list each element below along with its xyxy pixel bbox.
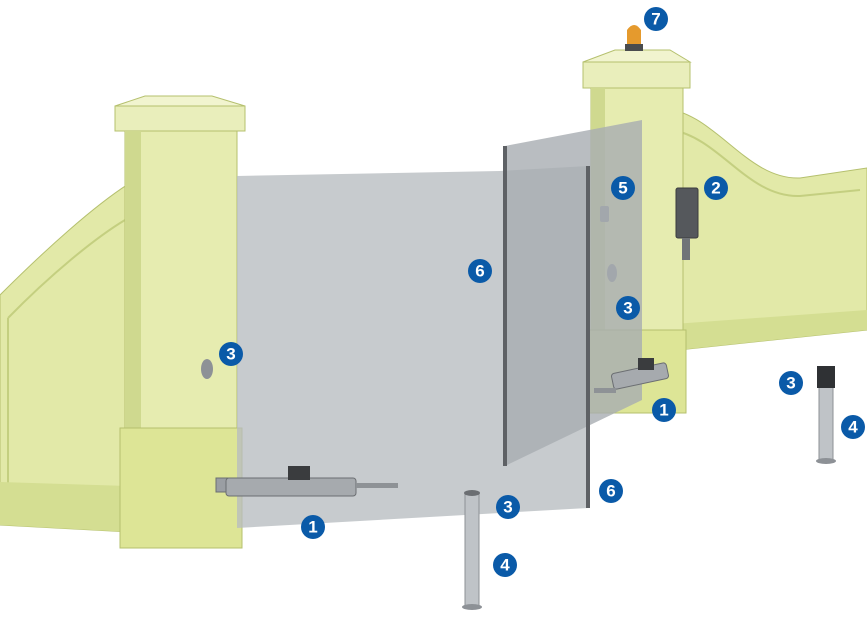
callout-number: 4 — [848, 418, 858, 437]
right-pillar-cap-top — [582, 49, 692, 63]
callout-number: 2 — [711, 179, 720, 198]
callout-circle — [644, 7, 668, 31]
callout-circle — [779, 371, 803, 395]
center-post-top — [464, 490, 480, 496]
right-actuator-motor — [638, 358, 654, 370]
callout-gate-leaf-edge-right: 6 — [599, 479, 623, 503]
callout-left-pillar-photocell: 3 — [219, 342, 243, 366]
callout-circle — [301, 515, 325, 539]
callout-number: 6 — [606, 482, 615, 501]
callout-number: 1 — [308, 518, 317, 537]
callout-gate-leaf-edge-left: 6 — [468, 259, 492, 283]
callout-right-post: 4 — [841, 415, 865, 439]
callout-circle — [652, 398, 676, 422]
callout-circle — [616, 296, 640, 320]
right-post-device — [816, 366, 836, 464]
callout-number: 6 — [475, 262, 484, 281]
callout-circle — [468, 259, 492, 283]
callout-number: 5 — [618, 179, 627, 198]
left-pillar-cap-top — [114, 95, 246, 107]
callout-key-selector: 5 — [611, 176, 635, 200]
callout-circle — [599, 479, 623, 503]
callout-control-unit: 2 — [704, 176, 728, 200]
right-gate-leaf-edge — [503, 146, 507, 466]
callout-number: 3 — [503, 498, 512, 517]
gate-leaves — [237, 120, 642, 528]
right-post-head — [817, 366, 835, 388]
right-wall-body — [659, 107, 867, 353]
callout-circle — [496, 495, 520, 519]
left-actuator-rod — [356, 483, 398, 488]
callout-circle — [704, 176, 728, 200]
right-wall — [659, 107, 867, 353]
callout-right-post-photocell: 3 — [779, 371, 803, 395]
callout-circle — [219, 342, 243, 366]
control-unit-device — [675, 187, 699, 260]
callout-center-post-photocell: 3 — [496, 495, 520, 519]
flashing-light-base — [625, 44, 643, 51]
callout-circle — [493, 553, 517, 577]
left-wall-base — [0, 482, 130, 532]
left-wall-body — [0, 182, 131, 533]
callout-right-pillar-photocell: 3 — [616, 296, 640, 320]
callout-number: 7 — [651, 10, 660, 29]
right-wall-base — [660, 310, 867, 352]
callout-circle — [611, 176, 635, 200]
callout-number: 4 — [500, 556, 510, 575]
right-post-foot — [816, 458, 836, 464]
left-pillar-photocell-device — [201, 359, 213, 379]
left-actuator-body — [225, 477, 357, 497]
control-unit-cables — [682, 238, 690, 260]
callout-number: 3 — [623, 299, 632, 318]
left-pillar-cap — [114, 105, 246, 132]
left-gate-leaf-edge — [586, 166, 590, 508]
flashing-light-device — [625, 25, 643, 51]
right-actuator-rod — [594, 388, 616, 393]
center-post-foot — [462, 604, 482, 610]
left-actuator-motor — [288, 466, 310, 480]
left-gate-leaf — [237, 166, 588, 528]
left-gate-actuator-device — [215, 466, 398, 497]
callout-number: 3 — [226, 345, 235, 364]
callout-flashing-light: 7 — [644, 7, 668, 31]
center-post-column — [464, 491, 480, 607]
left-pillar — [114, 95, 246, 549]
callout-number: 1 — [659, 401, 668, 420]
callout-number: 3 — [786, 374, 795, 393]
center-post-device — [462, 490, 482, 610]
control-unit-box — [675, 187, 699, 239]
left-wall — [0, 182, 131, 533]
callout-right-gate-actuator: 1 — [652, 398, 676, 422]
flashing-light-dome — [627, 25, 641, 44]
right-gate-actuator-device — [594, 358, 669, 393]
callout-center-post: 4 — [493, 553, 517, 577]
callout-circle — [841, 415, 865, 439]
right-gate-leaf — [505, 120, 642, 466]
right-pillar-cap — [582, 61, 691, 89]
callout-left-gate-actuator: 1 — [301, 515, 325, 539]
